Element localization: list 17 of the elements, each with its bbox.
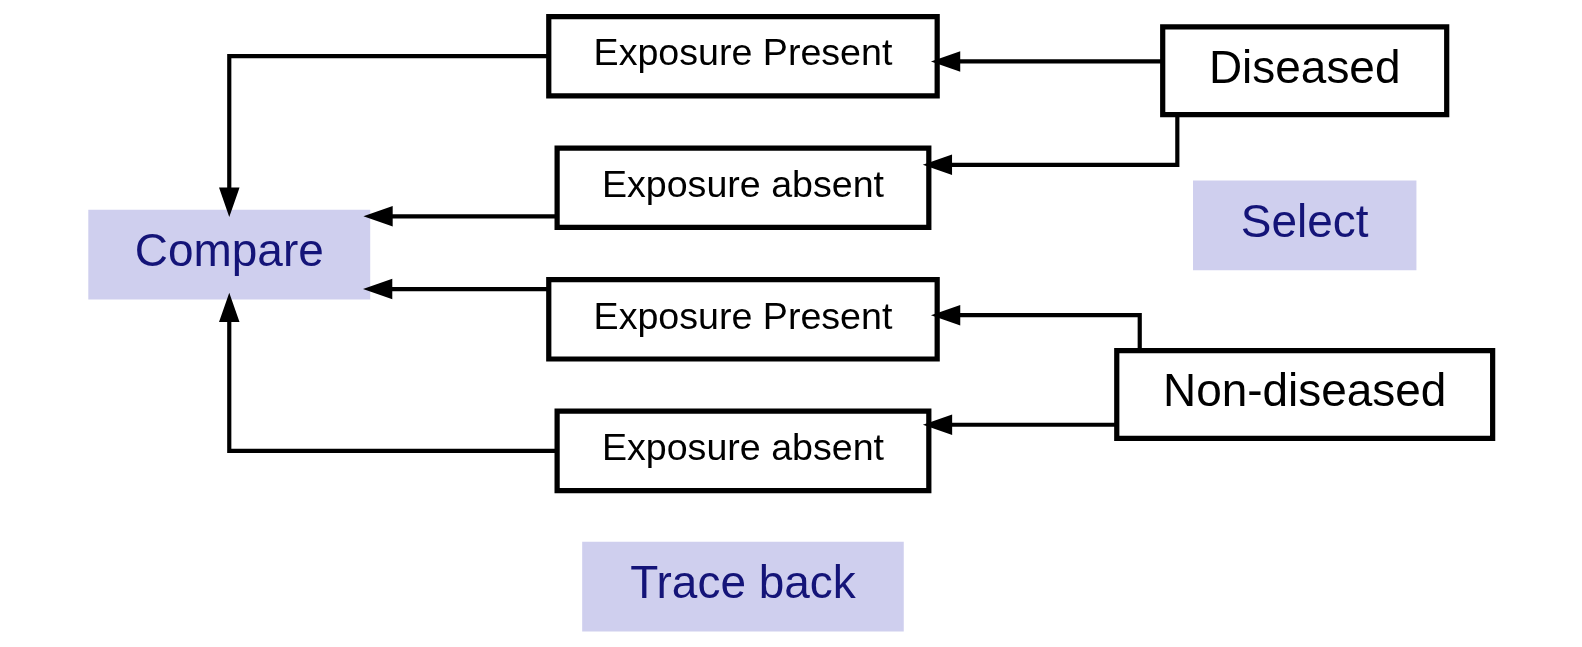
arrow — [219, 54, 549, 217]
node-box: Exposure absent — [554, 408, 932, 494]
arrow — [219, 292, 557, 453]
arrow — [363, 206, 557, 227]
node-box: Select — [1193, 180, 1417, 271]
node-box: Exposure absent — [554, 145, 932, 231]
node-box: Diseased — [1160, 24, 1450, 118]
node-box: Non-diseased — [1114, 348, 1496, 441]
node-box: Compare — [88, 209, 371, 300]
node-box: Exposure Present — [546, 13, 940, 99]
arrow — [922, 115, 1180, 176]
arrow — [922, 414, 1117, 436]
arrow — [363, 278, 549, 300]
arrow — [930, 304, 1142, 351]
node-box: Exposure Present — [546, 277, 940, 362]
node-box: Trace back — [582, 541, 904, 632]
arrow — [930, 51, 1163, 72]
